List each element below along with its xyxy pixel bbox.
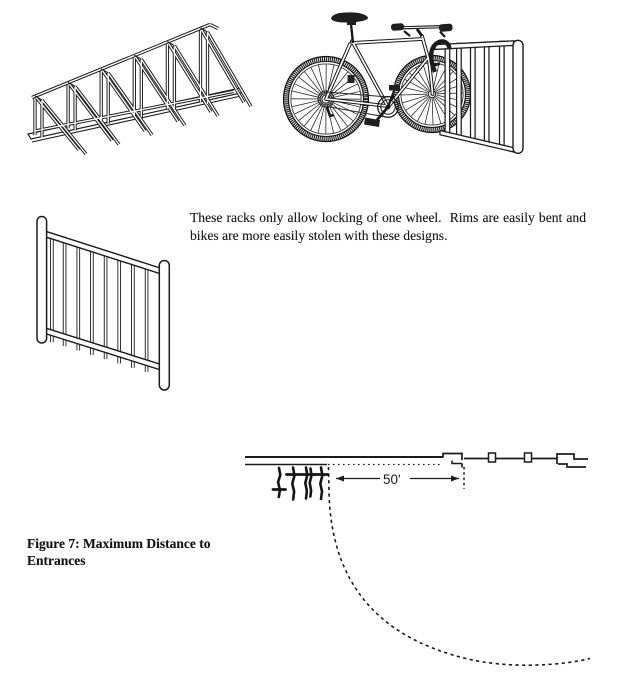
svg-text:50': 50' bbox=[383, 472, 401, 487]
